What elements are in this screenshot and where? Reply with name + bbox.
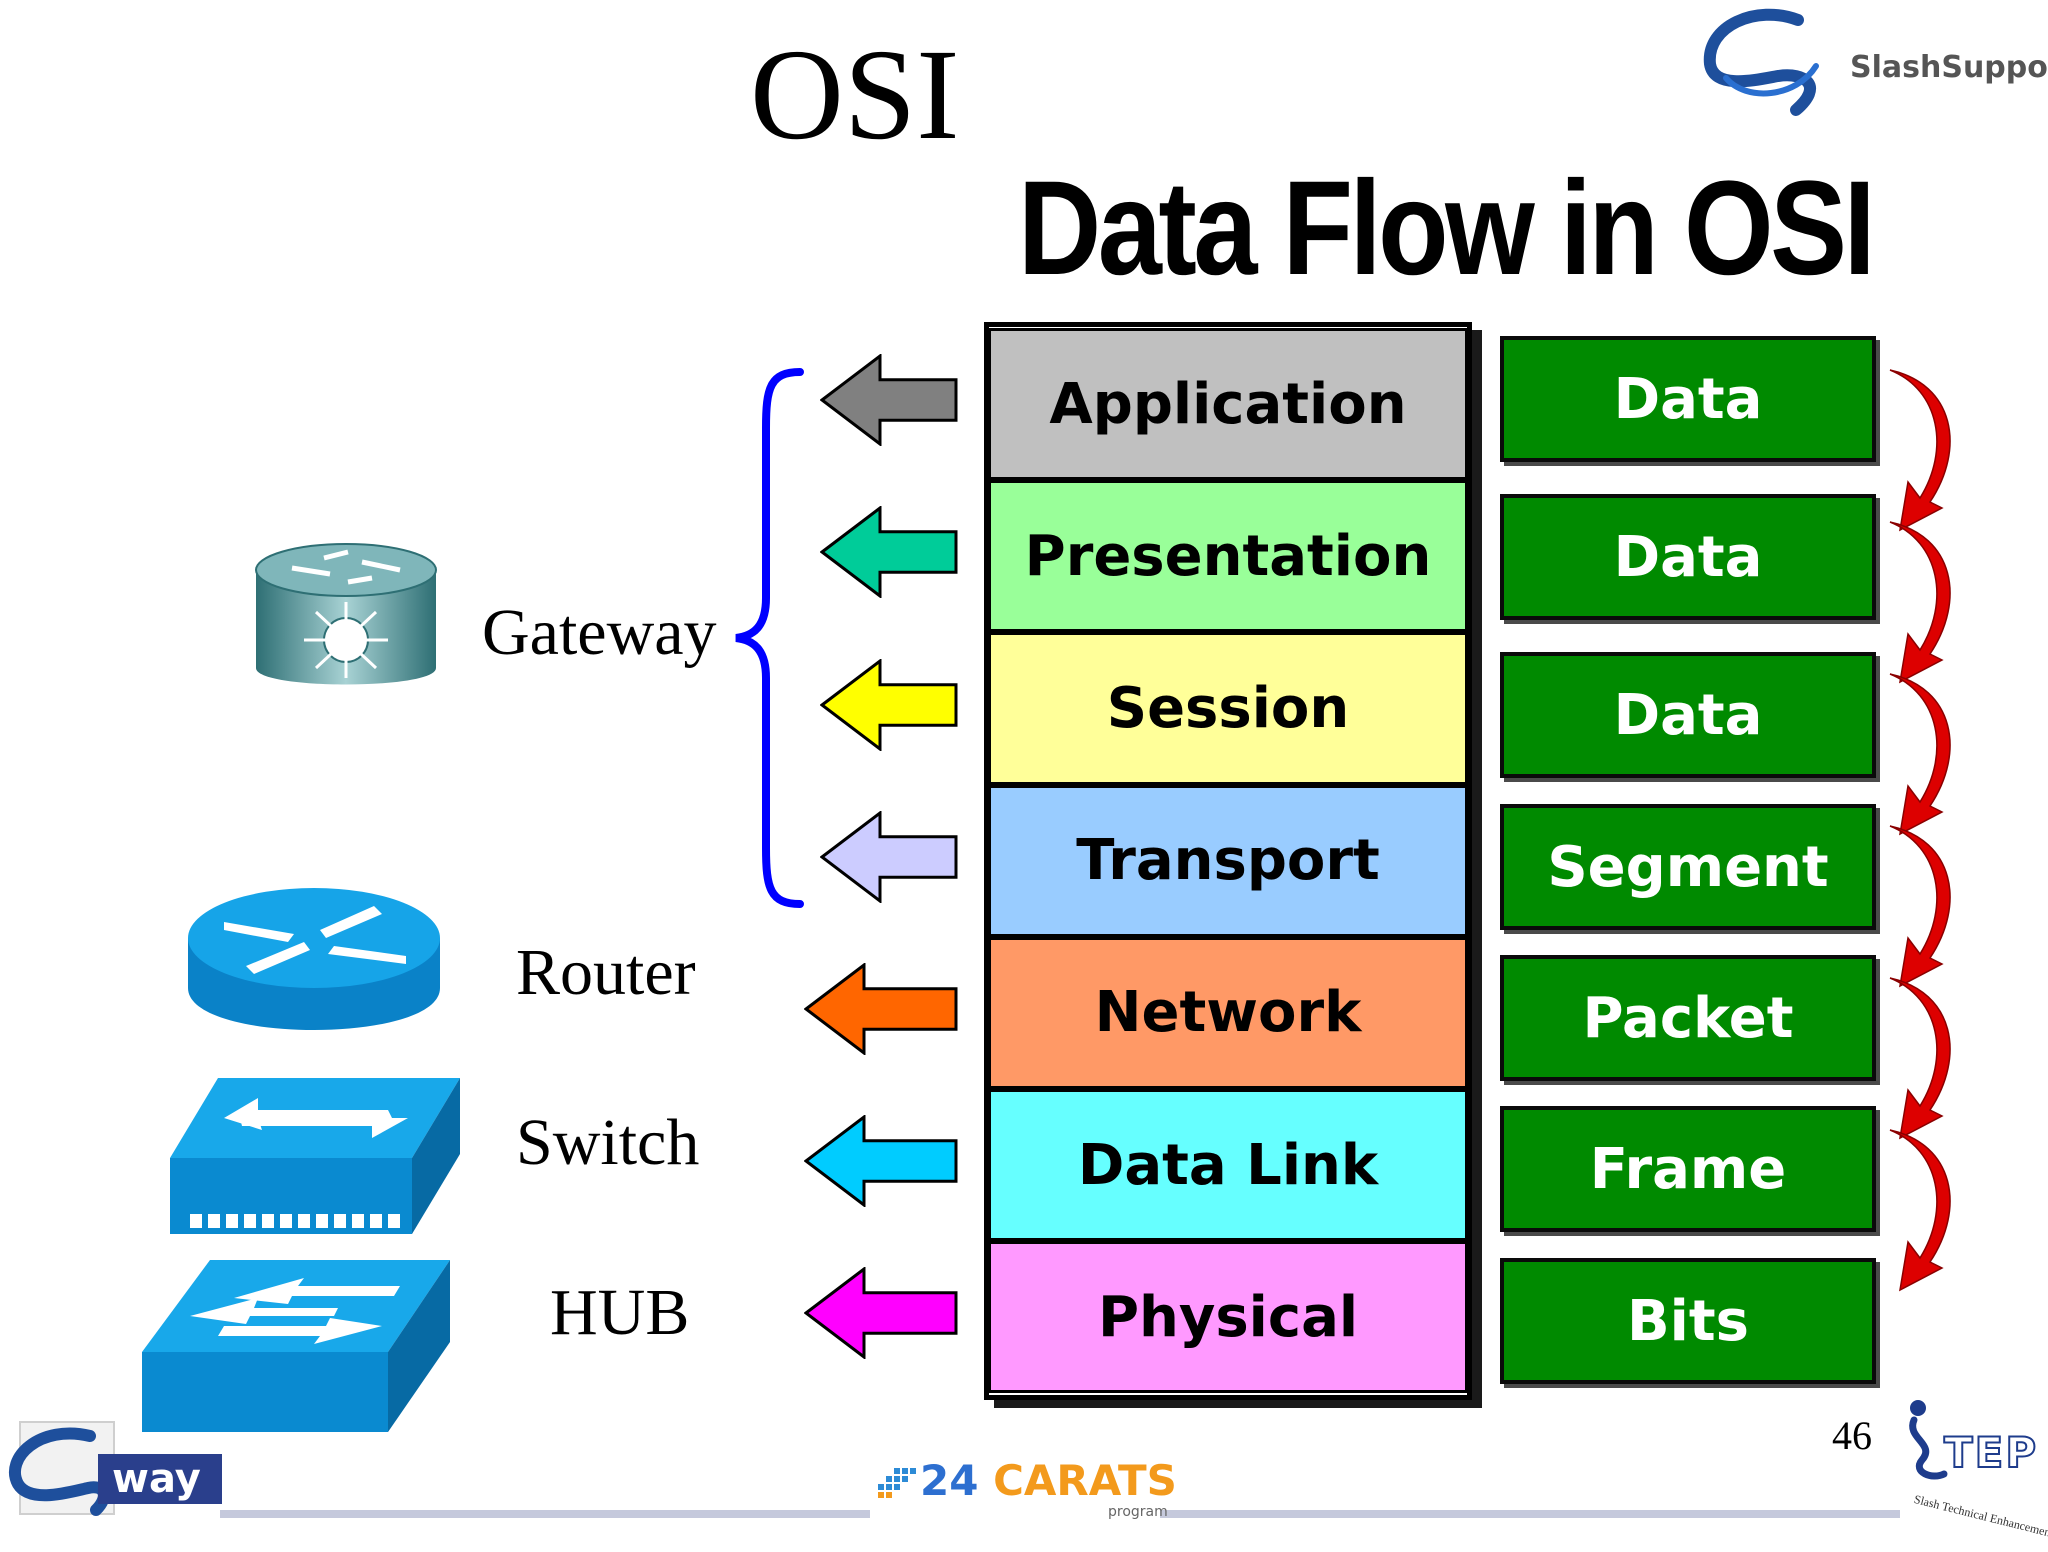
flow-arrow-3-icon — [1889, 673, 1951, 836]
layer-physical: Physical — [988, 1241, 1468, 1394]
24-carats-logo-sub: program — [1108, 1504, 1168, 1520]
switch-label: Switch — [516, 1106, 700, 1179]
layer-data-link: Data Link — [988, 1089, 1468, 1242]
pdu-packet: Packet — [1500, 955, 1876, 1081]
flow-arrow-5-icon — [1889, 977, 1951, 1140]
layer-transport: Transport — [988, 784, 1468, 937]
layer-presentation: Presentation — [988, 480, 1468, 633]
layer-session: Session — [988, 632, 1468, 785]
layer-label: Data Link — [1077, 1132, 1379, 1198]
flow-arrow-2-icon — [1889, 521, 1951, 684]
slide-title: OSI — [750, 23, 960, 167]
flow-arrow-4-icon — [1889, 825, 1951, 988]
pdu-segment: Segment — [1500, 804, 1876, 930]
arrow-application-icon — [820, 354, 958, 447]
pdu-frame: Frame — [1500, 1106, 1876, 1232]
step-logo-figure-icon — [1909, 1400, 1948, 1480]
osi-layer-stack — [984, 322, 1472, 1400]
layer-label: Application — [1049, 371, 1407, 437]
hub-label: HUB — [550, 1276, 690, 1349]
step-logo: TEP Slash Technical Enhancement Program — [1896, 1398, 2048, 1551]
step-logo-text: TEP — [1943, 1427, 2039, 1478]
arrow-physical-icon — [804, 1267, 958, 1360]
arrow-data-link-icon — [804, 1115, 958, 1208]
way-logo-text: way — [112, 1456, 201, 1502]
24-carats-grid-icon — [878, 1468, 916, 1498]
pdu-label: Frame — [1589, 1136, 1787, 1202]
arrow-session-icon — [820, 658, 958, 751]
layer-network: Network — [988, 936, 1468, 1089]
step-logo-sub: Slash Technical Enhancement Program — [1912, 1492, 2048, 1551]
router-icon — [188, 888, 440, 1030]
pdu-data: Data — [1500, 494, 1876, 620]
gateway-icon — [255, 543, 437, 685]
pdu-label: Segment — [1547, 834, 1829, 900]
gateway-brace — [735, 368, 804, 908]
pdu-label: Data — [1613, 366, 1763, 432]
24-carats-logo-text: 24 CARATS — [920, 1456, 1177, 1505]
pdu-data: Data — [1500, 652, 1876, 778]
pdu-bits: Bits — [1500, 1258, 1876, 1384]
router-label: Router — [516, 936, 696, 1009]
layer-application: Application — [988, 328, 1468, 481]
layer-label: Physical — [1097, 1284, 1359, 1350]
way-logo: way — [0, 1418, 226, 1518]
slashsupport-logo: SlashSupport — [1686, 6, 2048, 126]
slashsupport-logo-text: SlashSupport — [1850, 50, 2048, 85]
flow-arrow-1-icon — [1889, 369, 1951, 532]
page-number: 46 — [1832, 1413, 1872, 1458]
24-carats-logo: 24 CARATS program — [876, 1456, 1177, 1526]
layer-label: Network — [1094, 980, 1362, 1046]
pdu-label: Data — [1613, 524, 1763, 590]
layer-label: Session — [1106, 675, 1350, 741]
arrow-presentation-icon — [820, 506, 958, 599]
hub-icon — [142, 1260, 450, 1432]
pdu-label: Packet — [1582, 985, 1794, 1051]
arrow-network-icon — [804, 962, 958, 1055]
footer-rule-left — [220, 1510, 870, 1518]
footer-rule-right — [1160, 1510, 1900, 1518]
pdu-data: Data — [1500, 336, 1876, 462]
pdu-label: Bits — [1627, 1288, 1749, 1354]
data-flow-arrows — [1889, 369, 1951, 1292]
slashsupport-swoosh-icon — [1703, 8, 1819, 116]
gateway-label: Gateway — [482, 596, 717, 669]
flow-arrow-6-icon — [1889, 1129, 1951, 1292]
switch-icon — [170, 1078, 460, 1234]
layer-label: Transport — [1076, 828, 1380, 894]
diagram-title: Data Flow in OSI — [1018, 154, 1876, 303]
layer-label: Presentation — [1024, 523, 1432, 589]
pdu-label: Data — [1613, 682, 1763, 748]
arrow-transport-icon — [820, 810, 958, 903]
